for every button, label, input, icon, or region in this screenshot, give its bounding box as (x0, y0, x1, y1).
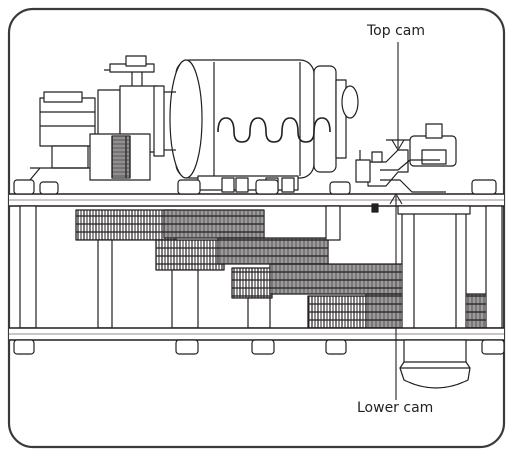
gear-train (19, 203, 503, 329)
upper-plate (9, 179, 504, 207)
motor-coil (217, 117, 331, 143)
cam-switch (355, 123, 457, 193)
top-cam-leader (391, 42, 405, 151)
motor (153, 59, 359, 179)
lower-cam-leader (389, 193, 403, 400)
lower-plate (9, 327, 504, 355)
spring-housing (89, 133, 151, 181)
bottom-knob (399, 339, 471, 389)
output-drum (397, 205, 471, 333)
top-cam-label: Top cam (367, 23, 425, 39)
lower-cam-label: Lower cam (357, 400, 434, 416)
motor-mount (197, 175, 299, 193)
